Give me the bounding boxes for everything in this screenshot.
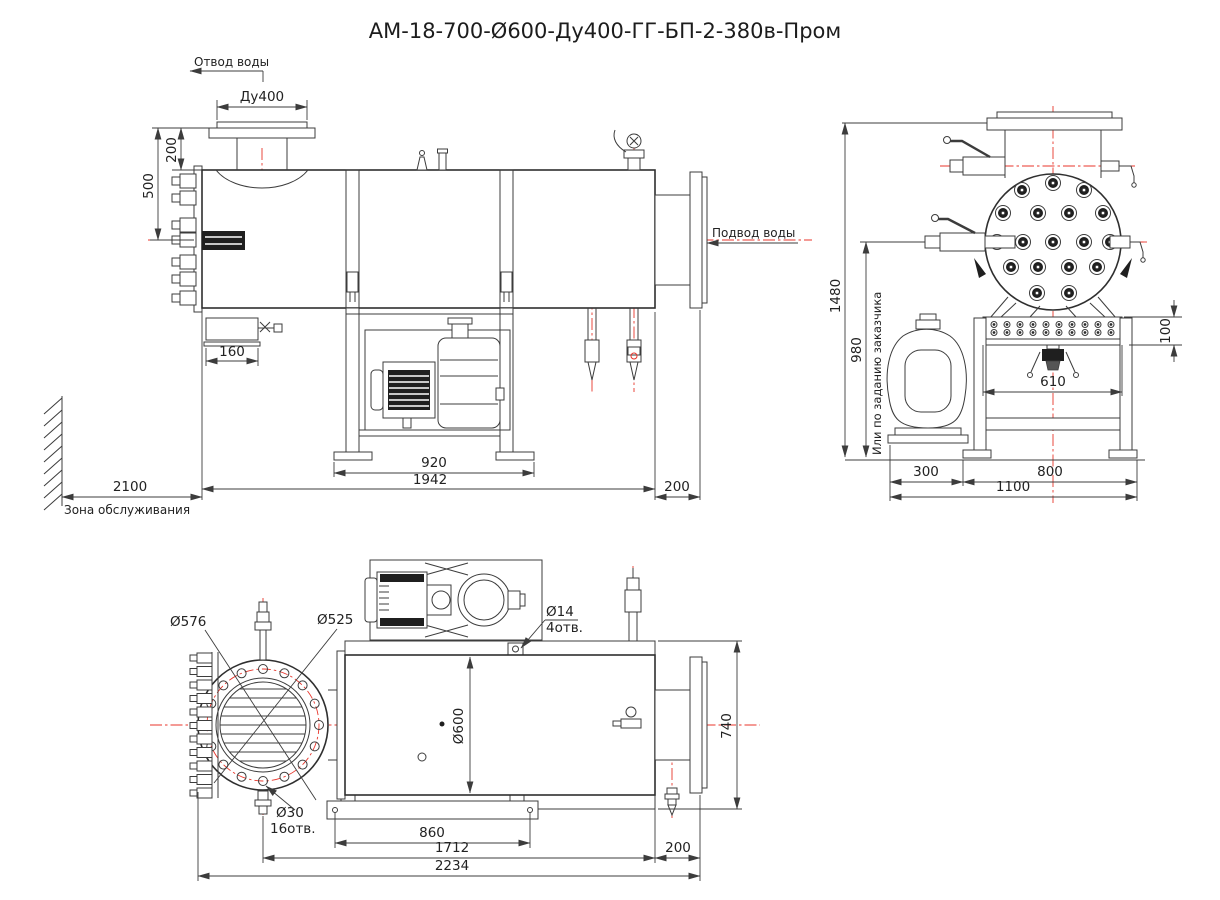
dim-100: 100 <box>1158 318 1174 344</box>
center-connector-box <box>202 231 245 250</box>
pump-end <box>886 313 969 444</box>
callout-d576: Ø576 <box>170 614 206 630</box>
dim-1712: 1712 <box>435 840 469 856</box>
flange-face-plan <box>197 652 329 798</box>
dim-500: 500 <box>141 173 157 199</box>
vessel-end-face <box>974 173 1132 319</box>
drain-fitting-end-upper <box>1100 160 1137 188</box>
frame-bars-plan <box>326 640 656 820</box>
drain-box <box>203 317 283 347</box>
dim-1100: 1100 <box>996 479 1030 495</box>
dim-200-plan: 200 <box>665 840 691 856</box>
lamp-connectors-plan <box>189 652 213 799</box>
lamp-plug <box>171 173 197 306</box>
dim-740: 740 <box>719 713 735 739</box>
lamp-plug <box>189 652 213 799</box>
callout-d30-qty: 16отв. <box>270 821 316 837</box>
dim-d600: Ø600 <box>451 708 467 744</box>
outlet-nozzle <box>208 121 316 170</box>
plan-callouts: Ø576 Ø525 Ø14 4отв. Ø30 16отв. <box>170 604 583 837</box>
pump-side <box>370 317 505 429</box>
drain-fitting-right <box>626 308 642 381</box>
pump-plan <box>364 559 543 641</box>
inlet-nozzle <box>654 171 708 309</box>
dim-2100: 2100 <box>113 479 147 495</box>
vessel-plan <box>328 650 708 800</box>
plan-bottom-drain <box>664 787 680 817</box>
dim-610: 610 <box>1040 374 1066 390</box>
ball-valve-lower <box>924 214 1016 252</box>
dim-200-nozzle: 200 <box>664 479 690 495</box>
dim-du400: Ду400 <box>240 89 284 105</box>
flange-bottom-plug <box>254 790 272 815</box>
relief-valve-gauge <box>613 129 645 171</box>
water-inlet-leader: Подвод воды <box>706 226 798 247</box>
plan-valve <box>624 568 642 642</box>
dim-300: 300 <box>913 464 939 480</box>
dim-920: 920 <box>421 455 447 471</box>
dim-860: 860 <box>419 825 445 841</box>
dim-200-top: 200 <box>164 137 180 163</box>
flange-sensor <box>254 601 272 661</box>
terminal-strip <box>977 305 1128 378</box>
plan-dimensions: Ø600 740 860 1712 200 2234 <box>197 640 742 881</box>
water-outlet-leader: Отвод воды <box>189 55 269 82</box>
dim-160: 160 <box>219 344 245 360</box>
service-wall <box>43 396 63 511</box>
ball-valve-upper <box>943 136 1006 176</box>
side-view: Отвод воды Подвод воды Ду400 200 500 <box>43 55 812 517</box>
water-inlet-label: Подвод воды <box>712 226 795 240</box>
lamp-connectors-side <box>171 173 245 306</box>
dim-2234: 2234 <box>435 858 469 874</box>
lamp-tubes <box>220 688 306 762</box>
water-outlet-label: Отвод воды <box>194 55 269 69</box>
air-vent <box>416 150 428 171</box>
power-connector <box>1027 344 1079 378</box>
outlet-flange-end <box>986 111 1123 178</box>
end-view: 1480 980 Или по заданию заказчика 100 61… <box>828 106 1182 503</box>
vessel-side <box>193 165 656 313</box>
callout-d14: Ø14 <box>546 604 574 620</box>
plan-view: Ø576 Ø525 Ø14 4отв. Ø30 16отв. Ø600 740 <box>150 559 760 881</box>
callout-d14-qty: 4отв. <box>546 620 583 636</box>
drain-fitting-end-lower <box>1109 235 1146 263</box>
drain-fitting-left <box>584 308 600 381</box>
sampling-pin <box>437 148 448 171</box>
dim-800: 800 <box>1037 464 1063 480</box>
plan-axis-fitting <box>612 706 642 729</box>
dim-1942: 1942 <box>413 472 447 488</box>
callout-d525: Ø525 <box>317 612 353 628</box>
terminal-holes <box>990 321 1115 336</box>
callout-d30: Ø30 <box>276 805 304 821</box>
custom-height-note: Или по заданию заказчика <box>870 292 884 455</box>
dim-1480: 1480 <box>828 279 844 313</box>
service-zone-label: Зона обслуживания <box>64 503 190 517</box>
drawing-title: АМ-18-700-Ø600-Ду400-ГГ-БП-2-380в-Пром <box>369 19 841 43</box>
side-dimensions: Ду400 200 500 160 920 1 <box>61 89 701 517</box>
dim-980: 980 <box>849 337 865 363</box>
end-dimensions: 1480 980 Или по заданию заказчика 100 61… <box>828 122 1182 501</box>
